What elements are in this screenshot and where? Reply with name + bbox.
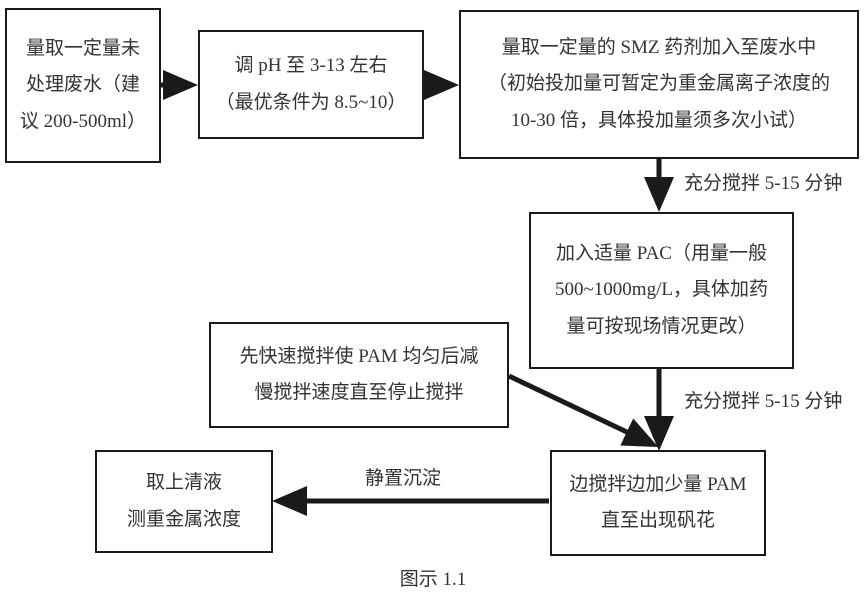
node-pac-line-1: 加入适量 PAC（用量一般 <box>556 243 767 265</box>
node-pam-line-1: 边搅拌边加少量 PAM <box>569 473 747 495</box>
node-supernatant-line-2: 测重金属浓度 <box>126 508 241 530</box>
node-ph-adjust[interactable]: 调 pH 至 3-13 左右 （最优条件为 8.5~10） <box>198 30 424 139</box>
node-supernatant-measure[interactable]: 取上清液 测重金属浓度 <box>95 450 273 553</box>
edge-label-pam-to-supernatant: 静置沉淀 <box>365 468 442 489</box>
node-pac-dosing[interactable]: 加入适量 PAC（用量一般 500~1000mg/L，具体加药 量可按现场情况更… <box>529 212 794 369</box>
edge-label-smz-to-pac: 充分搅拌 5-15 分钟 <box>684 173 843 194</box>
node-sample[interactable]: 量取一定量未 处理废水（建 议 200-500ml） <box>5 8 161 163</box>
node-sample-line-1: 量取一定量未 <box>25 38 140 60</box>
node-sample-line-3: 议 200-500ml） <box>19 110 147 132</box>
figure-caption: 图示 1.1 <box>399 569 467 590</box>
node-pam-line-2: 直至出现矾花 <box>600 510 715 531</box>
node-smz-dosing[interactable]: 量取一定量的 SMZ 药剂加入至废水中 （初始投加量可暂定为重金属离子浓度的 1… <box>459 10 859 159</box>
node-pam-dosing[interactable]: 边搅拌边加少量 PAM 直至出现矾花 <box>550 450 766 556</box>
node-smz-line-2: （初始投加量可暂定为重金属离子浓度的 <box>487 73 830 95</box>
node-ph-line-1: 调 pH 至 3-13 左右 <box>234 55 388 77</box>
edge-label-pac-to-pam: 充分搅拌 5-15 分钟 <box>684 391 843 412</box>
node-stirring-note-line-2: 慢搅拌速度直至停止搅拌 <box>254 382 464 403</box>
node-ph-line-2: （最优条件为 8.5~10） <box>215 91 407 113</box>
node-supernatant-line-1: 取上清液 <box>145 472 222 494</box>
node-sample-line-2: 处理废水（建 <box>25 74 140 96</box>
node-stirring-note-line-1: 先快速搅拌使 PAM 均匀后减 <box>239 345 479 367</box>
node-pac-line-2: 500~1000mg/L，具体加药 <box>555 279 768 301</box>
edge-stirnote-to-pam <box>507 373 659 448</box>
node-smz-line-3: 10-30 倍，具体投加量须多次小试） <box>510 109 808 131</box>
node-smz-line-1: 量取一定量的 SMZ 药剂加入至废水中 <box>501 37 817 59</box>
node-pac-line-3: 量可按现场情况更改） <box>566 315 757 337</box>
node-stirring-note[interactable]: 先快速搅拌使 PAM 均匀后减 慢搅拌速度直至停止搅拌 <box>209 322 509 428</box>
